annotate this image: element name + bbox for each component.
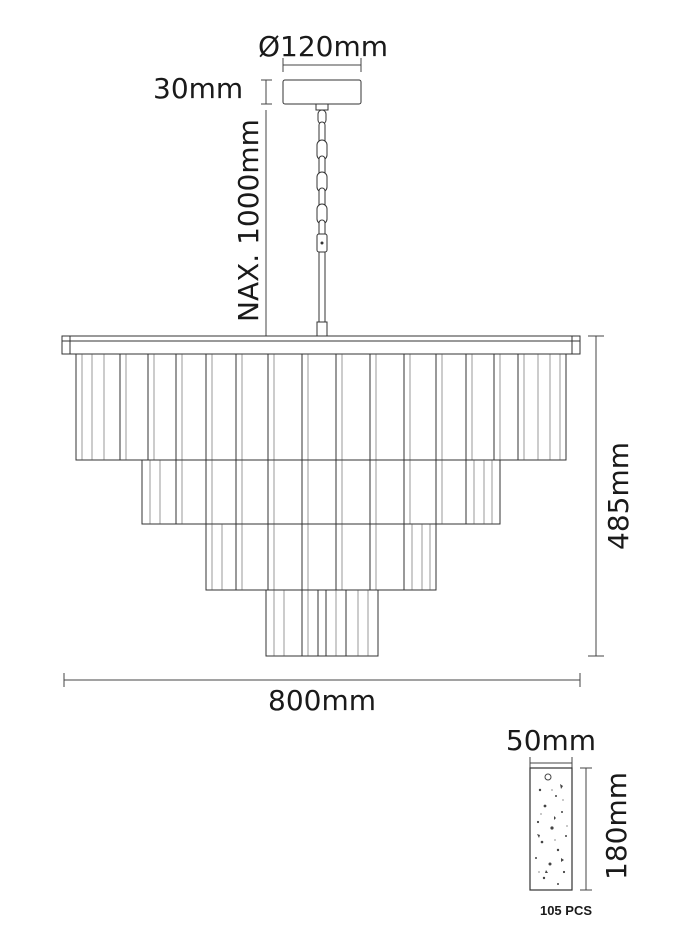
crystal-tier-2	[141, 459, 501, 525]
canopy-diameter-dimension: Ø120mm	[258, 30, 388, 72]
crystal-piece-detail: 50mm 180mm 105 PCS	[506, 724, 633, 918]
crystal-tier-4	[265, 589, 379, 657]
body-height-label: 485mm	[602, 442, 635, 550]
body-height-dimension: 485mm	[588, 335, 635, 657]
canopy-diameter-label: Ø120mm	[258, 30, 388, 63]
chain	[315, 103, 329, 337]
max-drop-dimension: NAX. 1000mm	[232, 110, 267, 338]
canopy	[282, 79, 362, 105]
crystal-count-label: 105 PCS	[540, 903, 592, 918]
frame-ring	[61, 335, 581, 355]
body-width-dimension: 800mm	[63, 673, 581, 717]
body-width-label: 800mm	[268, 684, 376, 717]
crystal-width-label: 50mm	[506, 724, 596, 757]
crystal-tier-3	[205, 523, 437, 591]
crystal-texture	[535, 773, 568, 885]
max-drop-label: NAX. 1000mm	[232, 119, 265, 322]
crystal-tier-1	[75, 353, 567, 461]
canopy-height-dimension: 30mm	[153, 72, 272, 105]
canopy-height-label: 30mm	[153, 72, 243, 105]
crystal-height-label: 180mm	[600, 772, 633, 880]
